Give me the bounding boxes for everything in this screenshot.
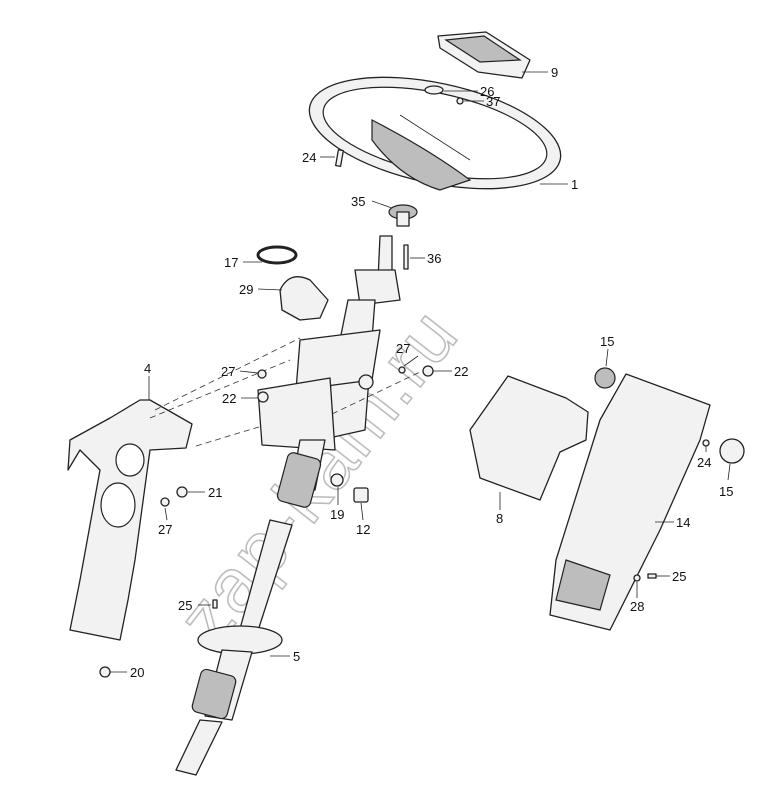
callout-22b: 22 — [454, 364, 468, 379]
nut-19 — [330, 473, 344, 487]
pedal-bracket — [67, 399, 193, 641]
bolt-25 — [647, 573, 657, 579]
callout-25a: 25 — [672, 569, 686, 584]
callout-19: 19 — [330, 507, 344, 522]
callout-14: 14 — [676, 515, 690, 530]
switch-29 — [279, 276, 329, 321]
callout-21: 21 — [208, 485, 222, 500]
dash-line — [149, 359, 291, 419]
bolt-22-left — [257, 391, 269, 403]
screw-37 — [456, 97, 464, 105]
dash-line — [154, 337, 301, 411]
callout-26: 26 — [480, 84, 494, 99]
callout-35: 35 — [351, 194, 365, 209]
callout-labels: 9 26 37 24 1 35 17 36 29 4 27 27 22 22 1… — [130, 65, 733, 680]
steering-column — [175, 235, 401, 776]
nut-20 — [99, 666, 111, 678]
washer-27 — [257, 369, 267, 379]
callout-5: 5 — [293, 649, 300, 664]
pin-25-low — [212, 599, 218, 609]
callout-25b: 25 — [178, 598, 192, 613]
callout-36: 36 — [427, 251, 441, 266]
nut-35 — [388, 204, 418, 227]
washer-27-right — [398, 366, 406, 374]
cap-15-top — [594, 367, 616, 389]
bolt-28 — [633, 574, 641, 582]
callout-27c: 27 — [158, 522, 172, 537]
bolt-24-right — [702, 439, 710, 447]
pin-36 — [403, 244, 409, 270]
callout-28: 28 — [630, 599, 644, 614]
callout-8: 8 — [496, 511, 503, 526]
washer-27-low — [160, 497, 170, 507]
cap-15-right — [719, 438, 745, 464]
dash-line — [195, 425, 263, 447]
ring-17 — [256, 245, 298, 265]
cover-14 — [549, 373, 711, 631]
callout-29: 29 — [239, 282, 253, 297]
callout-24b: 24 — [697, 455, 711, 470]
callout-12: 12 — [356, 522, 370, 537]
steering-wheel — [308, 76, 562, 191]
callout-15a: 15 — [600, 334, 614, 349]
callout-20: 20 — [130, 665, 144, 680]
leader-lines — [110, 71, 731, 673]
callout-1: 1 — [571, 177, 578, 192]
callout-17: 17 — [224, 255, 238, 270]
callout-15b: 15 — [719, 484, 733, 499]
emblem-26 — [424, 85, 444, 95]
callout-37: 37 — [486, 94, 500, 109]
bolt-22-right — [422, 365, 434, 377]
callout-22a: 22 — [222, 391, 236, 406]
bolt-21 — [176, 486, 188, 498]
nut-12 — [353, 487, 369, 503]
callout-27b: 27 — [396, 341, 410, 356]
callout-9: 9 — [551, 65, 558, 80]
callout-24a: 24 — [302, 150, 316, 165]
horn-pad — [437, 31, 531, 79]
callout-27a: 27 — [221, 364, 235, 379]
dash-line — [331, 371, 421, 415]
cover-8 — [469, 375, 589, 501]
callout-4: 4 — [144, 361, 151, 376]
bolt-24 — [334, 149, 344, 168]
